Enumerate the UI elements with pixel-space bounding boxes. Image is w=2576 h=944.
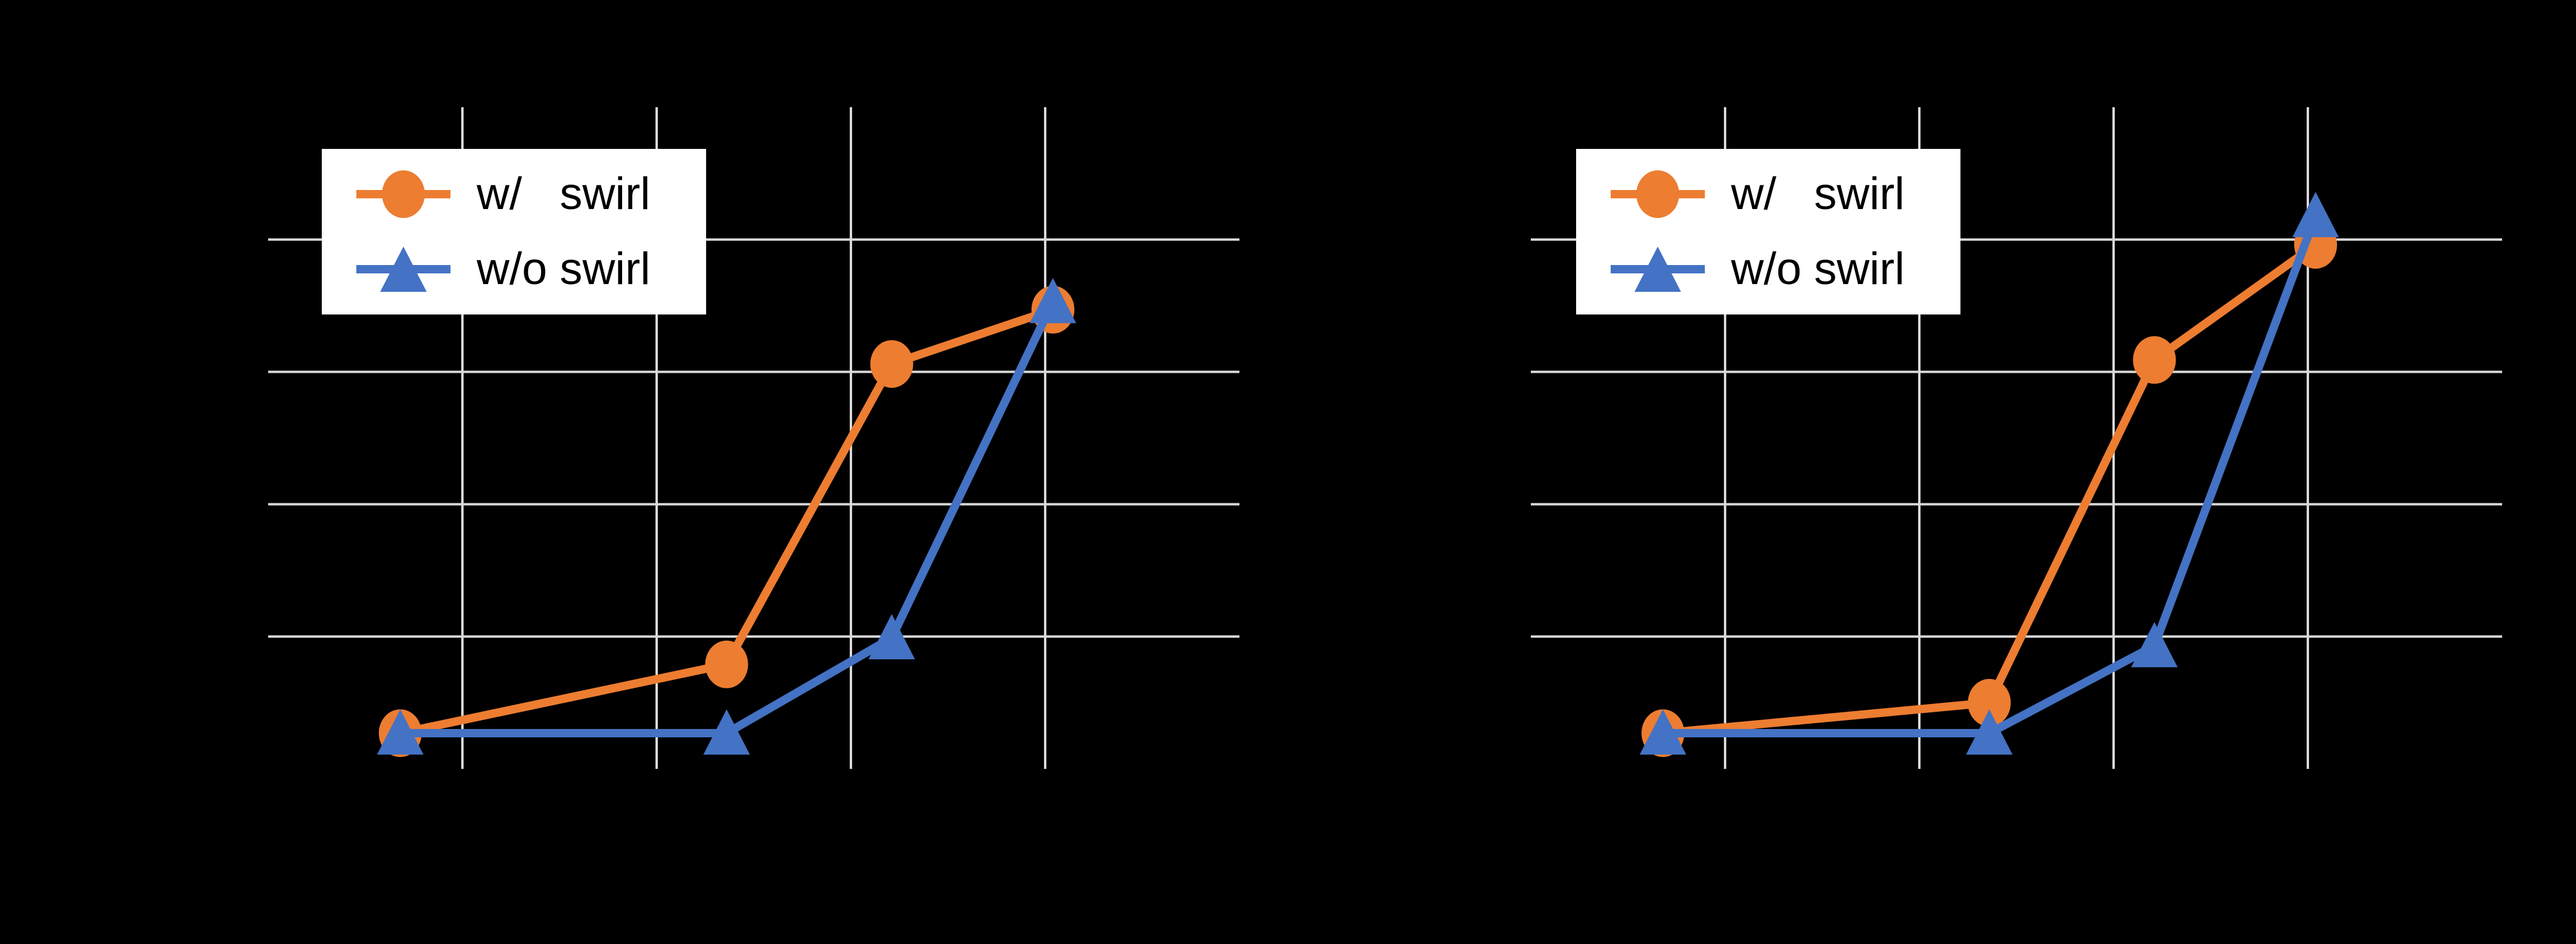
circle-marker-icon [356,170,450,218]
triangle-marker-icon [356,247,450,292]
circle-marker-icon [1611,170,1705,218]
legend-label: w/ swirl [477,169,651,219]
legend-label: w/o swirl [477,244,651,294]
legend-entry-without-swirl: w/o swirl [353,236,706,303]
right-chart-legend: w/ swirl w/o swirl [1576,149,1960,314]
triangle-marker-icon [1611,247,1705,292]
left-chart-plot [268,107,1239,769]
legend-entry-without-swirl: w/o swirl [1607,236,1960,303]
legend-entry-with-swirl: w/ swirl [353,161,706,228]
legend-label: w/o swirl [1731,244,1905,294]
legend-entry-with-swirl: w/ swirl [1607,161,1960,228]
legend-label: w/ swirl [1731,169,1905,219]
left-chart-legend: w/ swirl w/o swirl [322,149,706,314]
